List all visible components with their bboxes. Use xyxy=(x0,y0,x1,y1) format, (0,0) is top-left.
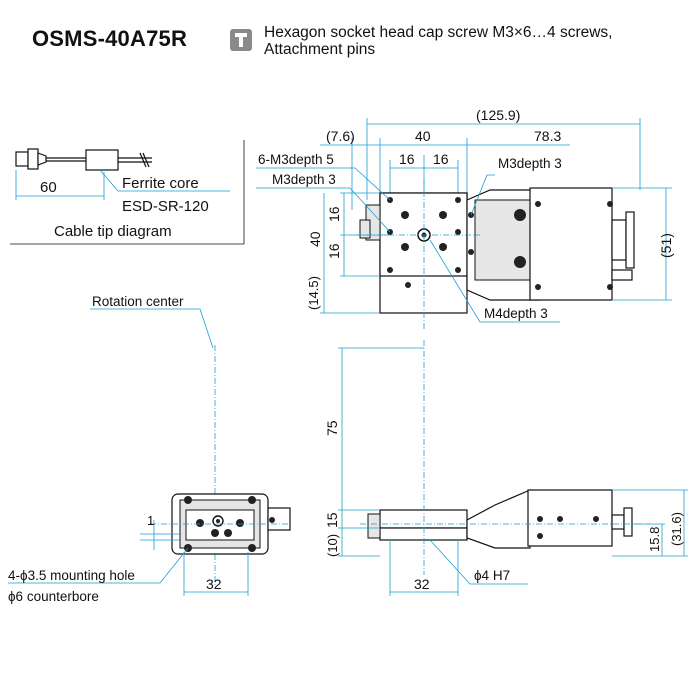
side-view: 75 15 (10) 32 ϕ4 H7 15.8 (31.6) xyxy=(324,340,688,596)
accessory-note-line1: Hexagon socket head cap screw M3×6…4 scr… xyxy=(264,24,613,41)
side-dim-10: (10) xyxy=(325,534,340,557)
m3-depth5-label: 6-M3depth 5 xyxy=(258,152,334,167)
pitch-c-label: 16 xyxy=(326,206,342,222)
motor-height-label: (51) xyxy=(658,233,674,258)
ferrite-core-label: Ferrite core xyxy=(122,175,199,192)
side-dim-31-6: (31.6) xyxy=(669,512,684,546)
side-dim-32: 32 xyxy=(414,576,430,592)
cable-tip-diagram: 60 Ferrite core ESD-SR-120 Cable tip dia… xyxy=(10,140,245,245)
cable-length-label: 60 xyxy=(40,179,57,196)
front-dim-32: 32 xyxy=(206,576,222,592)
motor-knob xyxy=(625,211,635,269)
m3-depth3-right-label: M3depth 3 xyxy=(498,156,562,171)
side-dim-phi4: ϕ4 H7 xyxy=(474,568,510,583)
screw-icon xyxy=(230,29,252,51)
front-view: 1 32 4-ϕ3.5 mounting hole ϕ6 counterbore xyxy=(8,493,291,604)
ferrite-part-label: ESD-SR-120 xyxy=(122,198,209,215)
motor-length-label: 78.3 xyxy=(534,128,561,144)
side-dim-15-8: 15.8 xyxy=(647,527,662,552)
height-label: 40 xyxy=(307,231,323,247)
offset-label: (7.6) xyxy=(326,128,355,144)
m4-depth3-label: M4depth 3 xyxy=(484,306,548,321)
accessory-note-line2: Attachment pins xyxy=(264,41,376,58)
mounting-hole-label: 4-ϕ3.5 mounting hole xyxy=(8,568,135,583)
m3-depth3-left-label: M3depth 3 xyxy=(272,172,336,187)
side-motor-knob xyxy=(623,507,633,537)
pitch-b-label: 16 xyxy=(433,151,449,167)
side-table xyxy=(379,509,468,529)
side-base xyxy=(379,527,468,541)
model-title: OSMS-40A75R xyxy=(32,26,188,51)
side-motor-coupler xyxy=(466,489,531,549)
pitch-a-label: 16 xyxy=(399,151,415,167)
front-dim-1: 1 xyxy=(147,513,154,528)
body-width-label: 40 xyxy=(415,128,431,144)
motor-housing xyxy=(529,187,613,301)
counterbore-label: ϕ6 counterbore xyxy=(8,589,99,604)
cable-tip-caption: Cable tip diagram xyxy=(54,223,172,240)
pitch-d-label: 16 xyxy=(326,243,342,259)
lower-offset-label: (14.5) xyxy=(306,276,321,310)
rotation-center-label: Rotation center xyxy=(92,294,184,309)
screw-icon-glyph xyxy=(235,33,247,47)
side-dim-75: 75 xyxy=(324,420,340,436)
overall-length-label: (125.9) xyxy=(476,107,520,123)
top-view: (125.9) (7.6) 40 78.3 16 16 xyxy=(256,107,674,330)
side-dim-15: 15 xyxy=(324,512,340,528)
